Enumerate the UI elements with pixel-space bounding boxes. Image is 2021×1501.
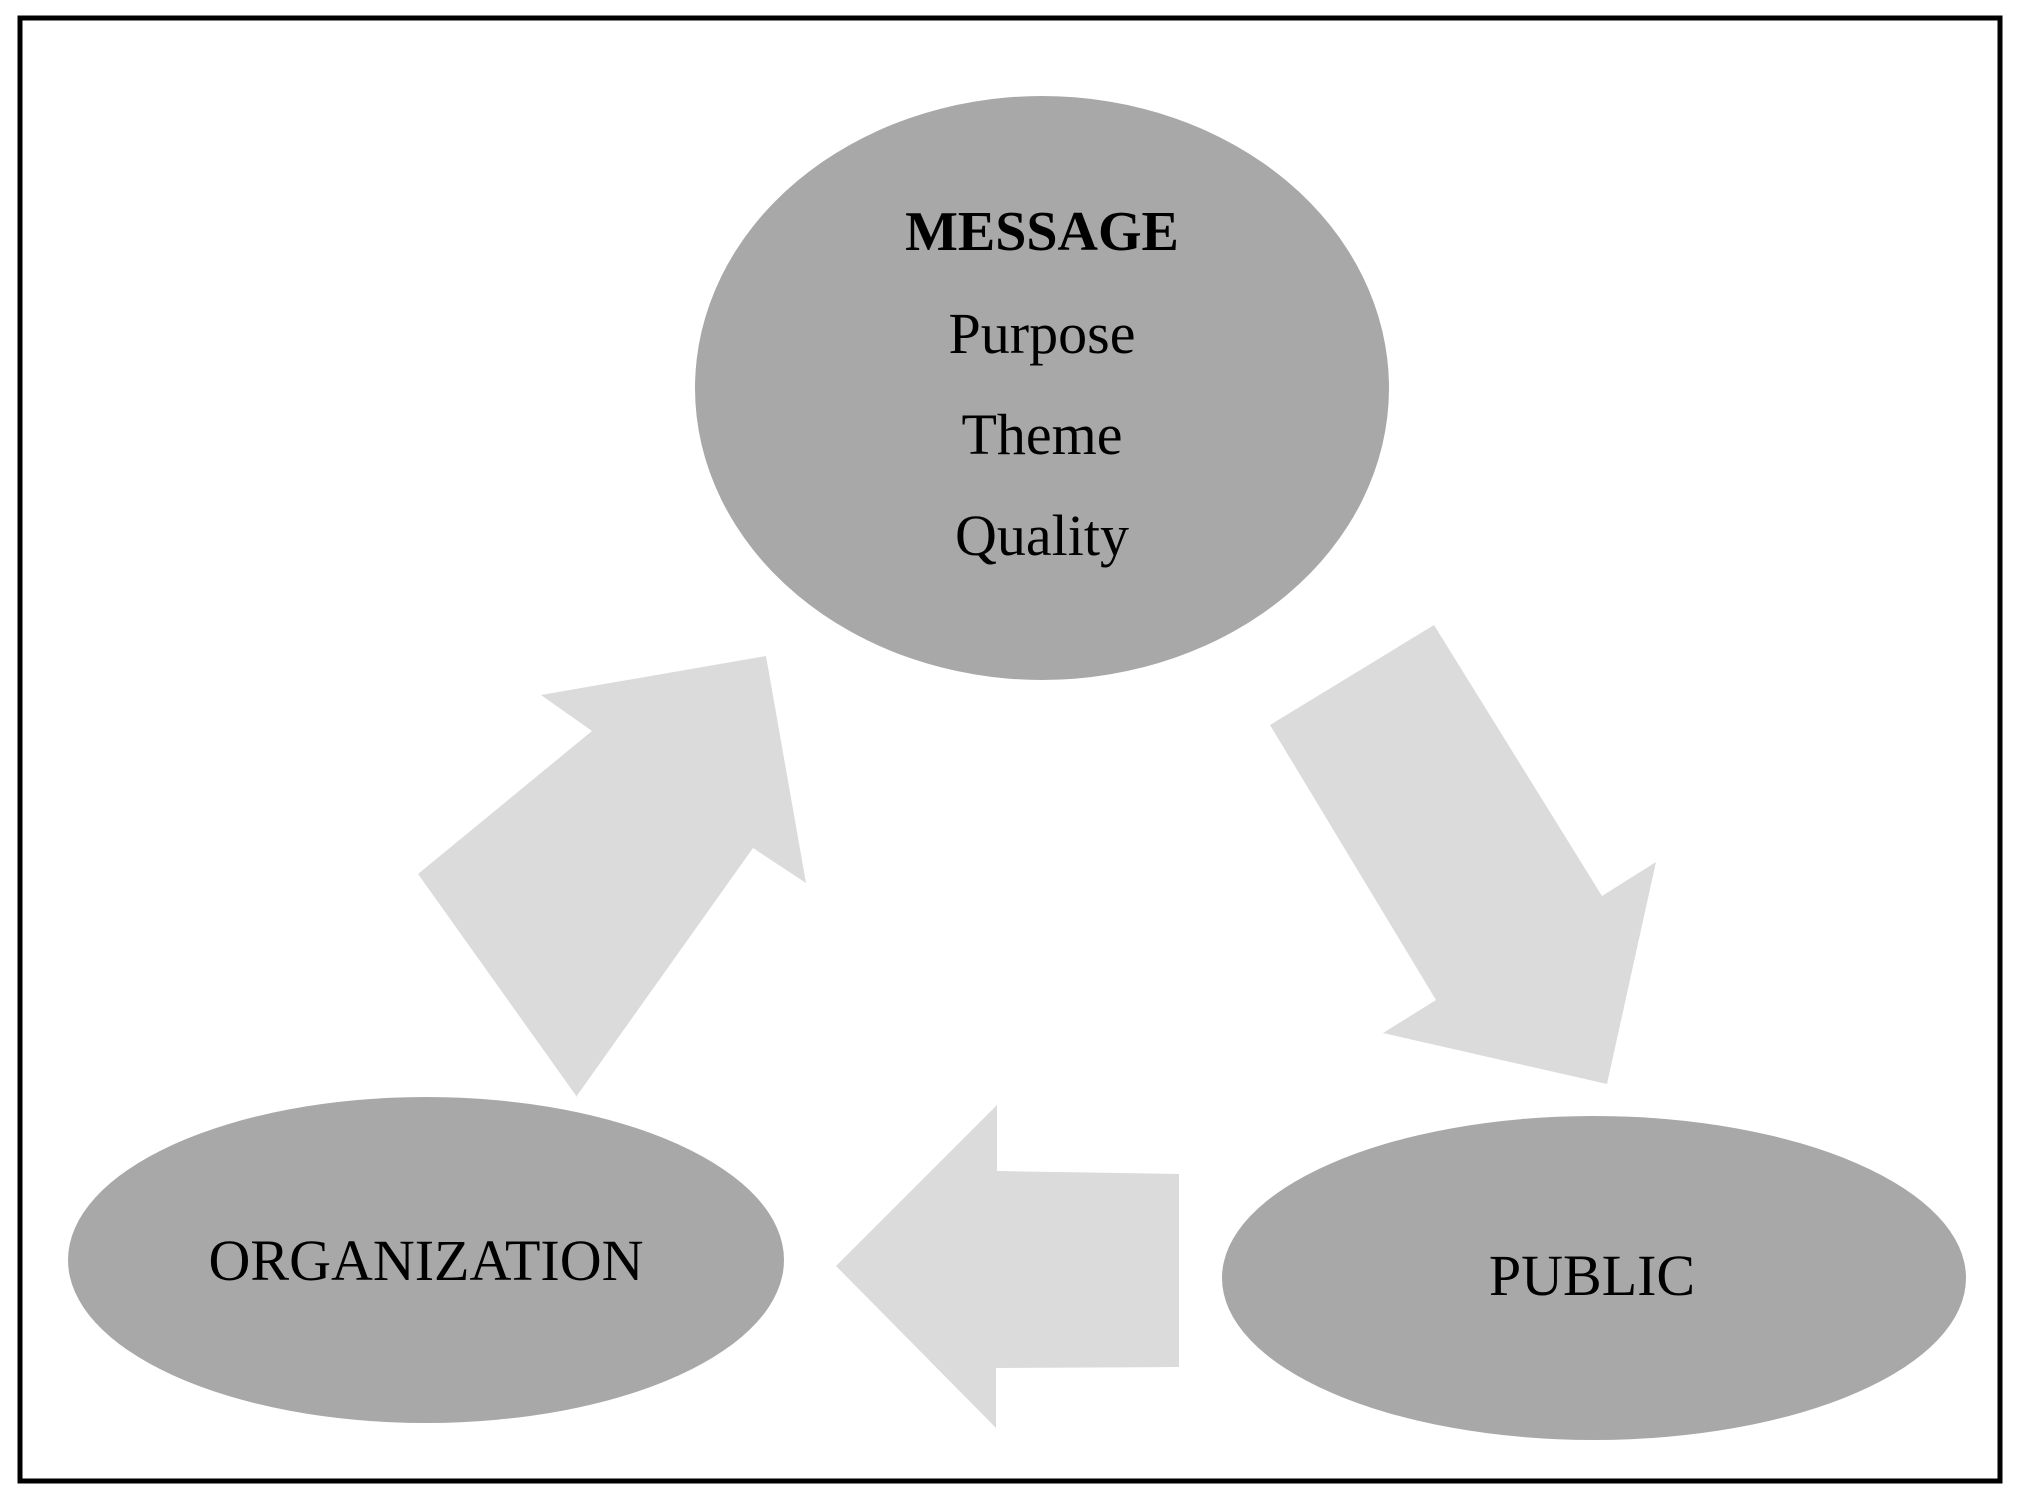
arrow-message-to-public: [1270, 625, 1656, 1084]
organization-node: [68, 1097, 784, 1423]
public-label: PUBLIC: [1489, 1243, 1695, 1308]
arrow-organization-to-message: [418, 656, 806, 1097]
public-node: [1222, 1116, 1966, 1440]
organization-label: ORGANIZATION: [209, 1228, 644, 1293]
message-title: MESSAGE: [905, 201, 1179, 263]
arrow-public-to-organization: [836, 1105, 1179, 1428]
message-node: [695, 96, 1389, 680]
message-item-purpose: Purpose: [949, 301, 1136, 366]
message-item-theme: Theme: [961, 402, 1122, 467]
message-item-quality: Quality: [955, 503, 1129, 568]
diagram-frame: [17, 15, 2003, 1484]
